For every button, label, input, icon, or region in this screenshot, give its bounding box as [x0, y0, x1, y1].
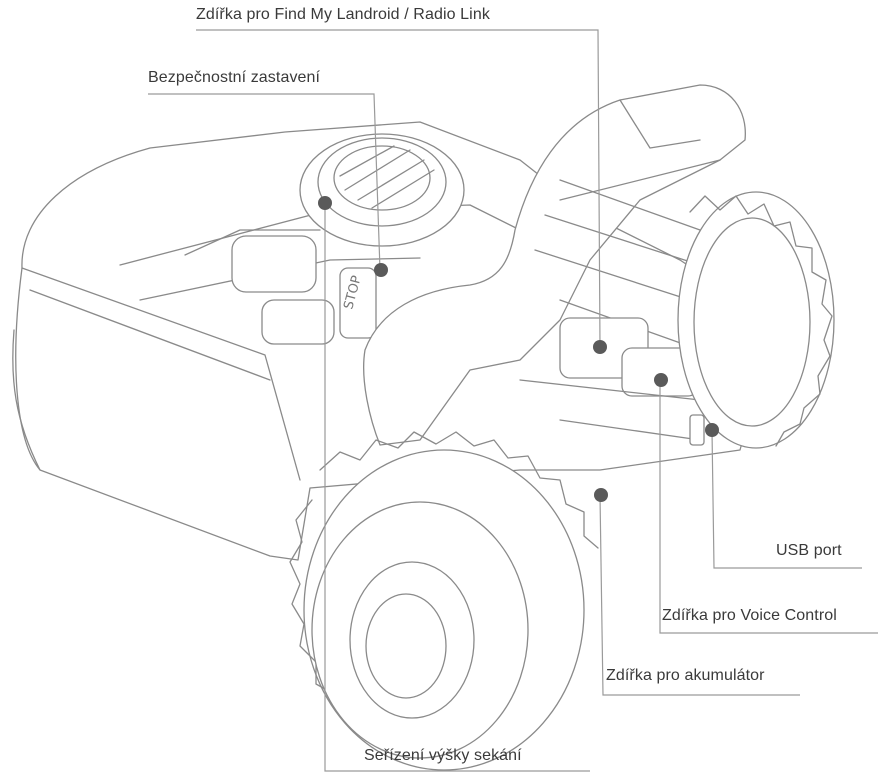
leader-battery	[599, 494, 800, 696]
callout-marker-dot-voice	[654, 373, 668, 387]
leader-usb-port	[711, 429, 862, 569]
usb-port-slot	[689, 414, 705, 446]
leader-find-my-landroid	[196, 29, 601, 348]
label-battery: Zdířka pro akumulátor	[606, 667, 765, 684]
rear-wheel-right	[677, 191, 835, 449]
callout-marker-dot-find-my	[593, 340, 607, 354]
label-voice-control: Zdířka pro Voice Control	[662, 607, 837, 624]
callout-marker-dot-safety	[374, 263, 388, 277]
panel-button-left	[231, 235, 317, 293]
label-safety-stop: Bezpečnostní zastavení	[148, 69, 321, 86]
leader-safety-stop	[148, 93, 381, 271]
label-find-my-landroid: Zdířka pro Find My Landroid / Radio Link	[196, 6, 490, 23]
height-adjust-dial	[299, 133, 465, 247]
front-wheel-left	[289, 431, 599, 771]
panel-button-lower	[261, 299, 335, 345]
carry-handle	[363, 84, 746, 446]
callout-markers	[318, 196, 719, 502]
label-cutting-height: Seřízení výšky sekání	[364, 747, 522, 764]
leader-voice-control	[659, 380, 878, 634]
stop-button	[339, 267, 377, 339]
callout-marker-dot-height	[318, 196, 332, 210]
robotic-mower-illustration: STOP	[12, 84, 835, 771]
label-usb-port: USB port	[776, 542, 842, 559]
callout-marker-dot-usb	[705, 423, 719, 437]
leader-lines	[148, 29, 878, 772]
callout-marker-dot-battery	[594, 488, 608, 502]
leader-cutting-height	[324, 203, 590, 772]
